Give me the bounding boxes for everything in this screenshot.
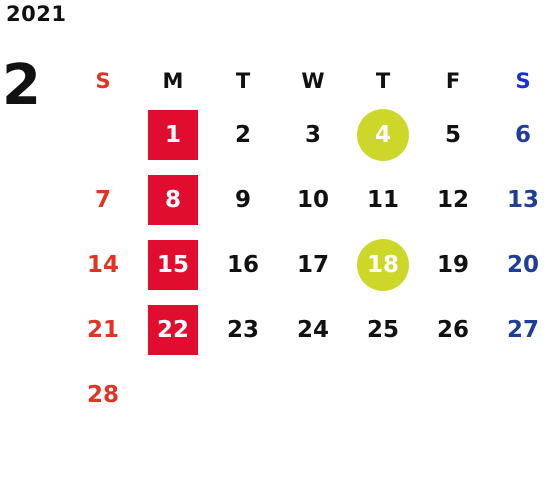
day-number: 20 — [506, 251, 539, 278]
day-cell[interactable]: 23 — [208, 297, 278, 362]
day-cell[interactable]: 11 — [348, 167, 418, 232]
day-cell[interactable]: 16 — [208, 232, 278, 297]
day-cell[interactable]: 6 — [488, 102, 548, 167]
calendar-grid: S M T W T F S 1 2 3 4 5 6 7 8 9 10 11 12… — [68, 60, 548, 492]
day-cell — [348, 362, 418, 427]
day-number: 15 — [148, 239, 198, 290]
day-number: 7 — [94, 186, 111, 213]
day-number: 8 — [148, 174, 198, 225]
weekday-header-sat: S — [515, 69, 531, 93]
day-cell[interactable]: 21 — [68, 297, 138, 362]
day-cell[interactable]: 9 — [208, 167, 278, 232]
day-number: 17 — [296, 251, 329, 278]
day-number: 18 — [357, 238, 409, 291]
day-cell[interactable]: 2 — [208, 102, 278, 167]
day-cell — [278, 362, 348, 427]
weekday-header-tue: T — [235, 69, 251, 93]
day-cell — [208, 362, 278, 427]
day-number: 19 — [436, 251, 469, 278]
day-number: 27 — [506, 316, 539, 343]
day-cell[interactable]: 14 — [68, 232, 138, 297]
day-number: 22 — [148, 304, 198, 355]
day-number: 10 — [296, 186, 329, 213]
year-label: 2021 — [6, 2, 67, 26]
day-number: 5 — [444, 121, 461, 148]
month-number: 2 — [2, 53, 41, 118]
day-number: 4 — [357, 108, 409, 161]
day-cell[interactable]: 18 — [348, 232, 418, 297]
day-number: 14 — [86, 251, 119, 278]
day-number: 21 — [86, 316, 119, 343]
weekday-header-wed: W — [301, 69, 325, 93]
day-cell — [488, 362, 548, 427]
day-cell[interactable]: 17 — [278, 232, 348, 297]
day-cell[interactable]: 13 — [488, 167, 548, 232]
day-cell[interactable]: 26 — [418, 297, 488, 362]
day-cell — [68, 102, 138, 167]
day-cell[interactable]: 28 — [68, 362, 138, 427]
day-cell[interactable]: 20 — [488, 232, 548, 297]
day-cell[interactable]: 19 — [418, 232, 488, 297]
day-number: 16 — [226, 251, 259, 278]
day-cell[interactable]: 4 — [348, 102, 418, 167]
day-cell[interactable]: 8 — [138, 167, 208, 232]
weekday-header-fri: F — [445, 69, 461, 93]
day-number: 3 — [304, 121, 321, 148]
day-number: 12 — [436, 186, 469, 213]
day-cell[interactable]: 15 — [138, 232, 208, 297]
day-number: 6 — [514, 121, 531, 148]
day-cell[interactable]: 10 — [278, 167, 348, 232]
day-cell[interactable]: 5 — [418, 102, 488, 167]
day-cell[interactable]: 25 — [348, 297, 418, 362]
day-number: 23 — [226, 316, 259, 343]
weekday-header-thu: T — [375, 69, 391, 93]
weekday-header-sun: S — [95, 69, 111, 93]
day-number: 9 — [234, 186, 251, 213]
day-number: 28 — [86, 381, 119, 408]
day-number: 24 — [296, 316, 329, 343]
day-cell[interactable]: 7 — [68, 167, 138, 232]
day-cell[interactable]: 3 — [278, 102, 348, 167]
day-cell — [138, 362, 208, 427]
day-cell[interactable]: 12 — [418, 167, 488, 232]
day-cell[interactable]: 27 — [488, 297, 548, 362]
weekday-header-mon: M — [162, 69, 184, 93]
day-cell[interactable]: 22 — [138, 297, 208, 362]
day-number: 26 — [436, 316, 469, 343]
day-cell[interactable]: 1 — [138, 102, 208, 167]
day-cell[interactable]: 24 — [278, 297, 348, 362]
day-number: 13 — [506, 186, 539, 213]
day-number: 1 — [148, 109, 198, 160]
day-number: 11 — [366, 186, 399, 213]
day-cell — [418, 362, 488, 427]
day-number: 2 — [234, 121, 251, 148]
day-number: 25 — [366, 316, 399, 343]
